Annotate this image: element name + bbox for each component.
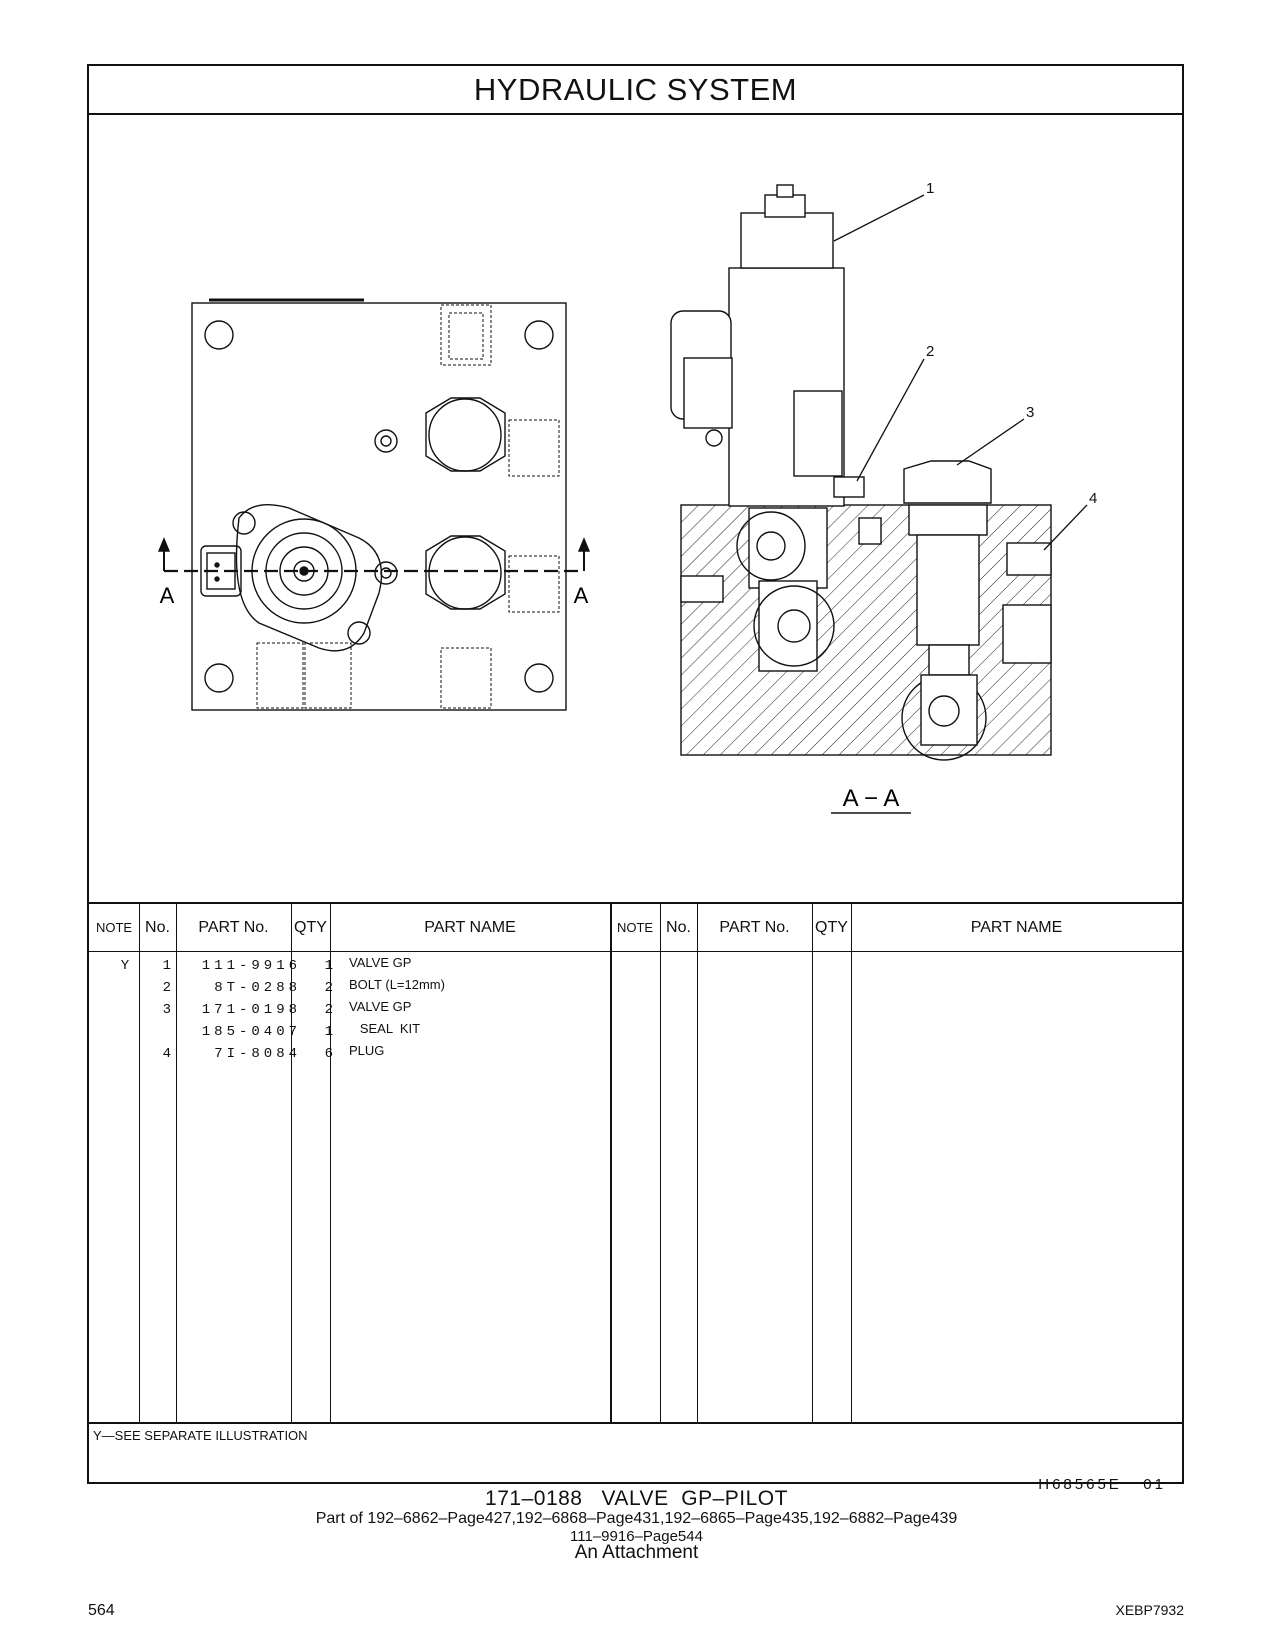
section-view-label: A − A bbox=[843, 785, 900, 812]
plan-view bbox=[157, 298, 591, 711]
row-part-no: 171-0198 bbox=[201, 1002, 301, 1018]
table-row: Y 1 111-9916 1 VALVE GP bbox=[89, 954, 637, 976]
callout-leaders bbox=[833, 194, 1088, 551]
section-title: HYDRAULIC SYSTEM bbox=[473, 72, 798, 107]
row-qty: 6 bbox=[324, 1046, 333, 1062]
table-header-divider bbox=[89, 951, 1182, 952]
row-item-no: 4 bbox=[162, 1046, 171, 1062]
col-divider bbox=[291, 904, 292, 1422]
row-part-name: SEAL KIT bbox=[349, 1021, 421, 1036]
header-part-name: PART NAME bbox=[424, 919, 516, 936]
footnote: Y—SEE SEPARATE ILLUSTRATION bbox=[93, 1428, 308, 1443]
row-qty: 1 bbox=[324, 1024, 333, 1040]
col-divider bbox=[812, 904, 813, 1422]
callout-2: 2 bbox=[926, 343, 934, 360]
header-no: No. bbox=[145, 919, 170, 936]
caption-also: 111‒9916‒Page544 bbox=[570, 1528, 703, 1545]
caption-part-of: Part of 192‒6862‒Page427,192‒6868‒Page43… bbox=[315, 1510, 958, 1527]
header-qty: QTY bbox=[294, 919, 327, 936]
header-part-no-2: PART No. bbox=[719, 919, 790, 936]
section-header: HYDRAULIC SYSTEM bbox=[89, 66, 1182, 115]
header-note: NOTE bbox=[95, 920, 133, 935]
col-divider bbox=[851, 904, 852, 1422]
row-qty: 2 bbox=[324, 1002, 333, 1018]
row-part-no: 111-9916 bbox=[201, 958, 301, 974]
row-part-name: VALVE GP bbox=[349, 999, 412, 1014]
callout-4: 4 bbox=[1089, 490, 1097, 507]
catalog-frame: HYDRAULIC SYSTEM bbox=[87, 64, 1184, 1493]
table-row: 2 8T-0288 2 BOLT (L=12mm) bbox=[89, 976, 637, 998]
row-part-no: 185-0407 bbox=[201, 1024, 301, 1040]
row-part-no: 7I-8084 bbox=[214, 1046, 301, 1062]
page-number: 564 bbox=[88, 1602, 115, 1619]
row-item-no: 2 bbox=[162, 980, 171, 996]
col-divider bbox=[697, 904, 698, 1422]
row-note: Y bbox=[120, 958, 130, 974]
document-code: XEBP7932 bbox=[1115, 1602, 1185, 1618]
col-divider bbox=[660, 904, 661, 1422]
caption-title: 171‒0188 VALVE GP‒PILOT bbox=[485, 1487, 788, 1510]
callout-3: 3 bbox=[1026, 404, 1034, 421]
header-qty-2: QTY bbox=[815, 919, 848, 936]
callout-1: 1 bbox=[926, 180, 934, 197]
col-divider bbox=[176, 904, 177, 1422]
header-part-name-2: PART NAME bbox=[970, 919, 1063, 936]
row-part-name: VALVE GP bbox=[349, 955, 412, 970]
section-marker-right: A bbox=[574, 583, 589, 608]
section-view bbox=[670, 184, 1052, 761]
table-row: 3 171-0198 2 VALVE GP bbox=[89, 998, 637, 1020]
row-part-name: PLUG bbox=[349, 1043, 385, 1058]
table-row: 185-0407 1 SEAL KIT bbox=[89, 1020, 637, 1042]
header-note-2: NOTE bbox=[616, 920, 654, 935]
illustration-reference: H68565E 01 bbox=[1038, 1476, 1166, 1493]
col-divider bbox=[330, 904, 331, 1422]
header-no-2: No. bbox=[666, 919, 691, 936]
col-divider bbox=[139, 904, 140, 1422]
section-marker-left: A bbox=[160, 583, 175, 608]
row-item-no: 3 bbox=[162, 1002, 171, 1018]
row-qty: 1 bbox=[324, 958, 333, 974]
row-item-no: 1 bbox=[162, 958, 171, 974]
parts-table: NOTE No. PART No. QTY PART NAME NOTE No.… bbox=[89, 902, 1182, 1424]
header-part-no: PART No. bbox=[198, 919, 269, 936]
col-divider bbox=[610, 904, 612, 1422]
row-part-no: 8T-0288 bbox=[214, 980, 301, 996]
valve-drawing: A A bbox=[157, 180, 1097, 814]
row-qty: 2 bbox=[324, 980, 333, 996]
valve-illustration: A A bbox=[89, 113, 1182, 904]
table-row: 4 7I-8084 6 PLUG bbox=[89, 1042, 637, 1064]
caption-attachment: An Attachment bbox=[574, 1542, 699, 1563]
row-part-name: BOLT (L=12mm) bbox=[349, 977, 445, 992]
